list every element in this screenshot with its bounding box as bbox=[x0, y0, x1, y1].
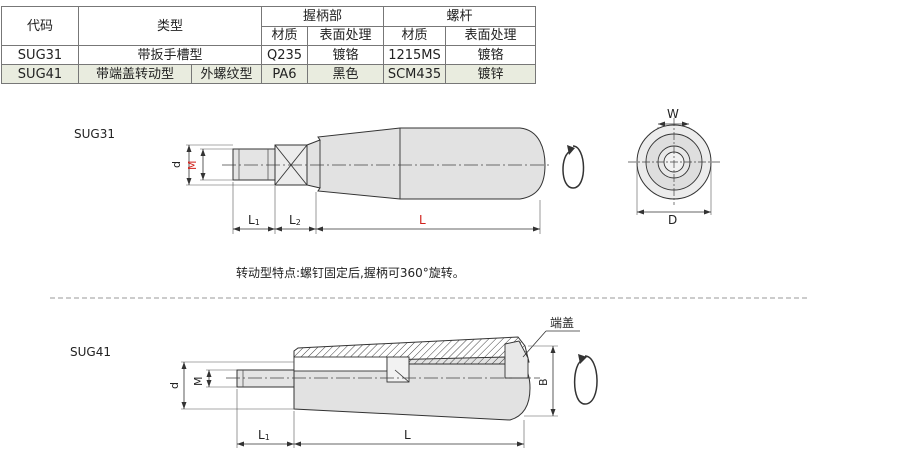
sug31-dim-l1: L1 bbox=[248, 213, 260, 227]
row-screw-material: SCM435 bbox=[383, 64, 446, 84]
sug41-dim-l1: L1 bbox=[258, 428, 270, 442]
rotation-note: 转动型特点:螺钉固定后,握柄可360°旋转。 bbox=[236, 265, 465, 280]
header-type: 类型 bbox=[78, 6, 262, 46]
sug41-rotation-arrow bbox=[573, 355, 598, 405]
row-grip-material: Q235 bbox=[261, 45, 308, 65]
row-grip-surface: 镀铬 bbox=[307, 45, 384, 65]
spec-table: 代码 类型 握柄部 螺杆 材质 表面处理 材质 表面处理 SUG31 带扳手槽型… bbox=[1, 6, 536, 84]
sug41-thread bbox=[236, 369, 295, 388]
sug31-dim-w: W bbox=[667, 107, 679, 121]
row-screw-surface: 镀锌 bbox=[445, 64, 536, 84]
sug31-dim-d: d bbox=[170, 161, 183, 168]
header-screw-material: 材质 bbox=[383, 25, 446, 46]
table-row: SUG41 带端盖转动型 外螺纹型 PA6 黑色 SCM435 镀锌 bbox=[1, 64, 536, 84]
header-code: 代码 bbox=[1, 6, 79, 46]
row-grip-surface: 黑色 bbox=[307, 64, 384, 84]
sug31-rotation-arrow bbox=[562, 145, 585, 189]
sug41-dim-d: d bbox=[168, 382, 181, 389]
sug31-dim-D: D bbox=[668, 213, 677, 227]
sug41-cap-label: 端盖 bbox=[550, 316, 574, 330]
sug31-dim-l: L bbox=[419, 213, 426, 227]
row-type: 带端盖转动型 bbox=[78, 64, 192, 84]
row-type-variant: 外螺纹型 bbox=[191, 64, 262, 84]
sug41-end-cap bbox=[504, 340, 529, 379]
sug31-end-view: W D bbox=[628, 107, 720, 227]
sug31-dim-l2: L2 bbox=[289, 213, 301, 227]
sug31-drawing: SUG31 d M L1 L2 L bbox=[74, 107, 720, 234]
sug31-dim-M: M bbox=[186, 161, 199, 171]
sug31-grip-body bbox=[306, 127, 546, 200]
sug41-title: SUG41 bbox=[70, 345, 111, 359]
sug41-dim-l: L bbox=[404, 428, 411, 442]
header-screw-surface: 表面处理 bbox=[445, 25, 536, 46]
sug31-title: SUG31 bbox=[74, 127, 115, 141]
row-type: 带扳手槽型 bbox=[78, 45, 262, 65]
sug41-dim-M: M bbox=[192, 377, 205, 387]
sug41-drawing: SUG41 端盖 d M B bbox=[70, 316, 598, 448]
row-grip-material: PA6 bbox=[261, 64, 308, 84]
sug41-dim-B: B bbox=[537, 378, 550, 386]
